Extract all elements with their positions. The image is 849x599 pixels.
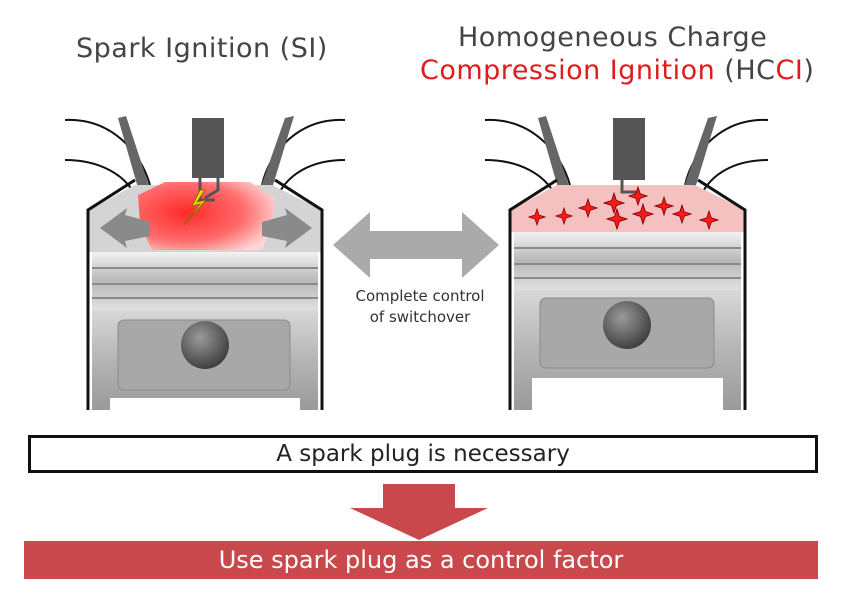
- hcci-title-open: (HC: [715, 55, 776, 86]
- si-title: Spark Ignition (SI): [76, 33, 328, 64]
- control-factor-bar: Use spark plug as a control factor: [24, 541, 818, 579]
- hcci-title-red: Compression Ignition: [420, 55, 716, 86]
- hcci-title-line2: Compression Ignition (HCCI): [420, 55, 814, 86]
- double-arrow-icon: [333, 212, 499, 278]
- hcci-title-close: ): [803, 55, 815, 86]
- hcci-title-line1: Homogeneous Charge: [458, 22, 768, 53]
- switchover-line2: of switchover: [369, 308, 471, 326]
- down-arrow-icon: [350, 484, 488, 540]
- spark-plug-necessary-box: A spark plug is necessary: [28, 435, 818, 473]
- hcci-title-ci: CI: [775, 55, 804, 86]
- switchover-line1: Complete control: [355, 287, 485, 305]
- switchover-label: Complete control of switchover: [330, 286, 510, 328]
- si-flame: [138, 182, 275, 250]
- lightning-icon: [183, 189, 208, 226]
- hcci-engine: [484, 116, 769, 410]
- si-engine: [64, 116, 346, 410]
